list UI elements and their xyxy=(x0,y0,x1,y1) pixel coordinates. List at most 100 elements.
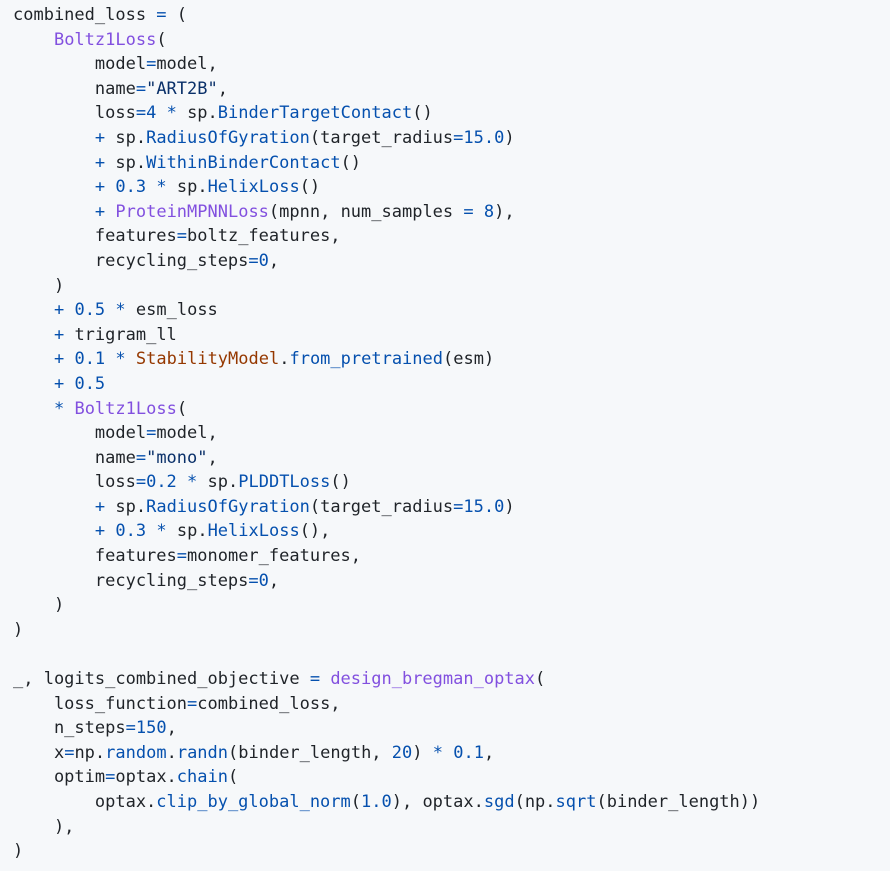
code-text: sp. xyxy=(105,496,147,517)
code-text: ), xyxy=(13,816,75,837)
code-line: ) xyxy=(13,593,890,618)
code-operator: = xyxy=(248,570,259,591)
code-string: "ART2B" xyxy=(146,78,218,99)
code-line: + 0.5 xyxy=(13,372,890,397)
code-text: name xyxy=(13,447,136,468)
code-text: ( xyxy=(350,792,362,812)
code-line: optax.clip_by_global_norm(1.0), optax.sg… xyxy=(13,790,890,815)
code-text xyxy=(13,521,95,541)
code-text xyxy=(443,743,453,763)
code-text: boltz_features, xyxy=(187,226,341,247)
code-text xyxy=(177,472,187,492)
code-text: optax. xyxy=(115,767,177,788)
code-text: ( xyxy=(227,767,239,788)
code-text xyxy=(13,153,95,173)
code-operator: * xyxy=(115,349,126,370)
code-attribute: chain xyxy=(176,767,228,788)
code-text: model, xyxy=(156,423,218,444)
code-operator: = xyxy=(146,54,157,75)
code-operator: + xyxy=(53,300,65,321)
code-operator: = xyxy=(125,718,136,739)
code-attribute: HelixLoss xyxy=(207,521,300,542)
code-text: , xyxy=(217,78,228,99)
code-text: ( xyxy=(176,398,188,419)
code-text: () xyxy=(299,177,321,198)
code-number: 0.5 xyxy=(74,373,106,394)
code-text xyxy=(13,349,54,369)
code-text: model xyxy=(13,423,147,444)
code-text xyxy=(13,300,54,320)
code-number: 0.3 xyxy=(115,521,147,542)
code-operator: + xyxy=(94,177,106,198)
code-text: sp. xyxy=(166,521,208,542)
code-text: (mpnn, num_samples xyxy=(268,201,464,222)
code-text xyxy=(320,669,330,689)
code-operator: + xyxy=(53,324,65,345)
code-text: loss xyxy=(13,472,136,493)
code-text xyxy=(64,374,74,394)
code-line: loss=4 * sp.BinderTargetContact() xyxy=(13,101,890,126)
code-attribute: RadiusOfGyration xyxy=(146,127,310,148)
code-text: sp. xyxy=(105,152,147,173)
code-text xyxy=(13,128,95,148)
code-line: model=model, xyxy=(13,421,890,446)
code-text xyxy=(13,325,54,345)
code-text xyxy=(474,202,484,222)
code-text: (esm) xyxy=(443,349,495,370)
code-text xyxy=(64,300,74,320)
code-text: np. xyxy=(74,742,106,763)
code-line: ) xyxy=(13,839,890,864)
code-text: sp. xyxy=(197,472,239,493)
code-operator: * xyxy=(115,300,126,321)
code-text: sp. xyxy=(176,103,218,124)
code-text: ) xyxy=(13,595,65,616)
code-text: ), xyxy=(494,201,515,222)
code-text: (binder_length)) xyxy=(596,792,761,812)
code-attribute: clip_by_global_norm xyxy=(156,792,351,812)
code-line xyxy=(13,642,890,667)
code-operator: = xyxy=(64,742,75,763)
code-text: _, logits_combined_objective xyxy=(13,669,310,690)
code-number: 0.1 xyxy=(453,742,484,763)
code-text: name xyxy=(13,78,136,99)
code-operator: + xyxy=(53,349,65,370)
code-number: 0.3 xyxy=(115,177,147,198)
code-line: loss_function=combined_loss, xyxy=(13,692,890,717)
code-number: 0 xyxy=(258,570,269,591)
code-text: (binder_length, xyxy=(228,742,392,763)
code-line: Boltz1Loss( xyxy=(13,28,890,53)
code-text: x xyxy=(13,742,65,763)
code-operator: * xyxy=(432,742,443,763)
code-operator: = xyxy=(453,127,464,148)
code-text: ), optax. xyxy=(391,792,484,812)
code-operator: = xyxy=(248,250,259,271)
code-text: optim xyxy=(13,767,106,788)
code-class-name: ProteinMPNNLoss xyxy=(115,201,269,222)
code-line: n_steps=150, xyxy=(13,716,890,741)
code-number: 0.5 xyxy=(74,300,106,321)
code-text: recycling_steps xyxy=(13,570,249,591)
code-number: 20 xyxy=(391,742,413,763)
code-line: ) xyxy=(13,618,890,643)
code-text: ) xyxy=(504,127,515,148)
code-line: optim=optax.chain( xyxy=(13,765,890,790)
code-text: monomer_features, xyxy=(187,546,362,567)
code-text: combined_loss xyxy=(13,5,157,25)
code-text xyxy=(146,177,156,197)
code-line: * Boltz1Loss( xyxy=(13,397,890,422)
code-operator: = xyxy=(187,693,198,714)
code-attribute: sqrt xyxy=(555,792,597,812)
code-function-name: design_bregman_optax xyxy=(330,669,536,690)
code-text xyxy=(146,521,156,541)
code-line: _, logits_combined_objective = design_br… xyxy=(13,667,890,692)
code-text: ( xyxy=(535,669,546,690)
code-text xyxy=(13,399,54,419)
code-text: (), xyxy=(299,521,331,542)
code-number: 15.0 xyxy=(463,496,505,517)
code-operator: = xyxy=(309,669,321,690)
code-operator: * xyxy=(156,177,167,198)
code-operator: = xyxy=(135,103,147,124)
code-text: ) xyxy=(504,496,515,517)
code-attribute: sgd xyxy=(483,792,515,812)
